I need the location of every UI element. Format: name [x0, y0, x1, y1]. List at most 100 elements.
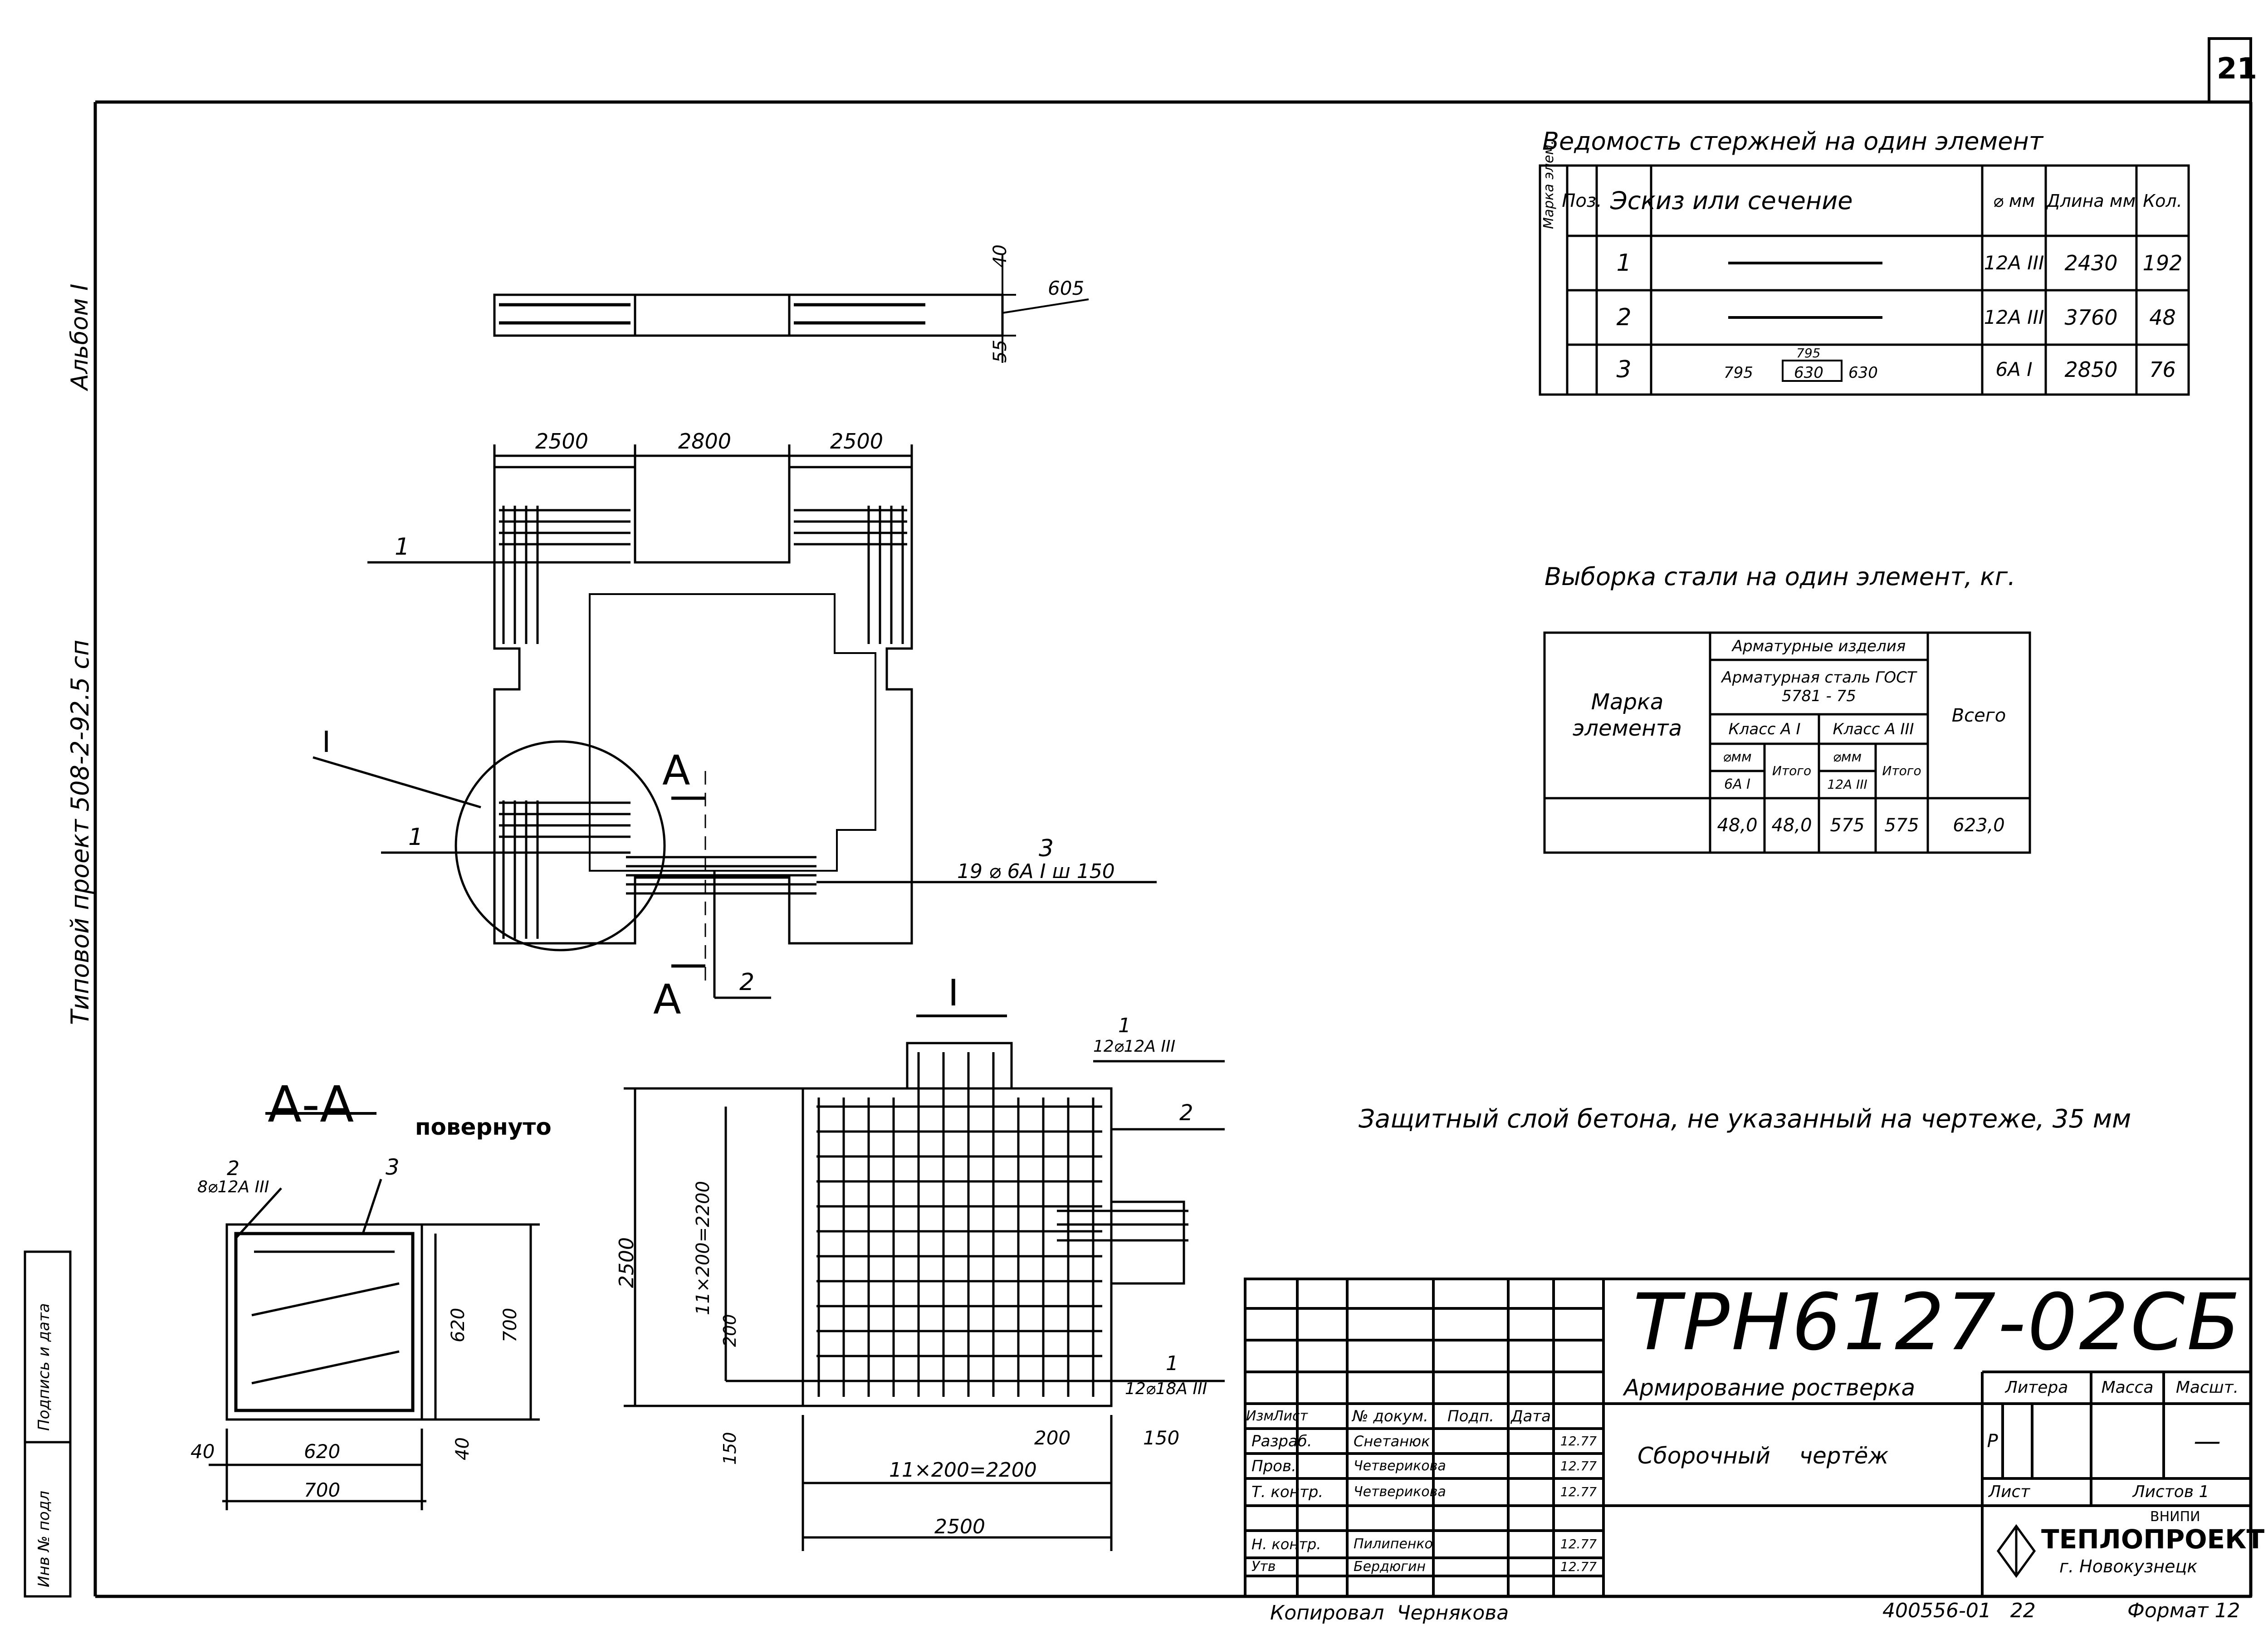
section-aa-dim-40h: 40: [191, 1440, 215, 1463]
rebar-row2-dia: 12А III: [1984, 306, 2044, 328]
stirrup-dim-inner: 630: [1794, 364, 1823, 382]
staff-1-name: Снетанюк: [1354, 1432, 1430, 1450]
staff-2-date: 12.77: [1560, 1458, 1597, 1473]
steel-val-a3: 575: [1830, 815, 1865, 836]
elevation-view: [493, 254, 1089, 363]
detail-dim-2500v: 2500: [615, 1237, 638, 1288]
bind-strip: [24, 1250, 72, 1598]
plan-leader-3-text: 19 ⌀ 6А I ш 150: [957, 860, 1115, 883]
rebar-row3-dia: 6А I: [1995, 358, 2033, 381]
stirrup-dim-right: 630: [1848, 364, 1878, 382]
steel-val-a1-total: 48,0: [1771, 815, 1812, 836]
steel-val-grand: 623,0: [1953, 815, 2005, 836]
archive-number: 400556-01 22: [1882, 1599, 2036, 1622]
section-mark-top: А: [662, 747, 690, 795]
protective-layer-note: Защитный слой бетона, не указанный на че…: [1359, 1104, 2131, 1134]
copied-by: Копировал Чернякова: [1270, 1601, 1509, 1624]
plan-dim-1: 2500: [535, 429, 589, 454]
detail-dim-2500h: 2500: [934, 1515, 985, 1538]
bind-inv-label: Инв № подл: [35, 1491, 53, 1587]
staff-2-role: Пров.: [1251, 1457, 1296, 1475]
section-aa-dim-700h: 700: [304, 1479, 341, 1501]
rebar-header-pos: Поз.: [1562, 190, 1602, 211]
rebar-row3-pos: 3: [1616, 356, 1632, 383]
elev-dim-40: 40: [990, 244, 1011, 268]
plan-node-label: I: [322, 726, 331, 759]
plan-leader-3-num: 3: [1039, 835, 1054, 862]
org-logo: [1996, 1524, 2036, 1578]
steel-h-total-a1: Итого: [1772, 763, 1812, 778]
rebar-schedule-title: Ведомость стержней на один элемент: [1542, 127, 2043, 156]
steel-h-class-a3: Класс А III: [1833, 720, 1914, 738]
detail-callout-1-top: 1: [1118, 1014, 1131, 1037]
rebar-row1-dia: 12А III: [1984, 252, 2044, 274]
rebar-row2-pos: 2: [1616, 304, 1632, 331]
section-aa-dim-620h: 620: [304, 1440, 341, 1463]
staff-6-name: Бердюгин: [1354, 1559, 1426, 1575]
bind-sign-label: Подпись и дата: [35, 1303, 53, 1431]
tb-scale-label: Масшт.: [2175, 1378, 2239, 1397]
steel-h-class-a1: Класс А I: [1728, 720, 1801, 738]
tb-scale-value: —: [2194, 1425, 2221, 1457]
section-aa-callout-3: 3: [386, 1155, 400, 1180]
rebar-row2-length: 3760: [2064, 305, 2118, 330]
detail-dim-2200v: 11×200=2200: [693, 1181, 714, 1315]
tb-col-list: Лист: [1273, 1408, 1308, 1424]
tb-col-doc: № докум.: [1352, 1407, 1428, 1425]
rebar-header-qty: Кол.: [2143, 190, 2182, 211]
detail-callout-1-top-text: 12⌀12А III: [1093, 1037, 1176, 1056]
staff-5-date: 12.77: [1560, 1537, 1597, 1551]
plan-leader-1a: 1: [395, 533, 410, 561]
staff-2-name: Четверикова: [1354, 1458, 1446, 1474]
plan-dim-3: 2500: [830, 429, 884, 454]
staff-1-date: 12.77: [1560, 1433, 1597, 1449]
steel-h-dia-1: ⌀мм: [1723, 749, 1752, 765]
title-line-1: Армирование ростверка: [1624, 1375, 1916, 1401]
staff-1-role: Разраб.: [1251, 1432, 1312, 1450]
tb-col-date: Дата: [1510, 1407, 1551, 1425]
rebar-row1-length: 2430: [2064, 251, 2118, 275]
steel-h-products: Арматурные изделия: [1732, 637, 1906, 655]
section-aa-view: [209, 1112, 540, 1510]
detail-callout-1-bot-text: 12⌀18А III: [1125, 1380, 1207, 1398]
section-aa-dim-40v: 40: [452, 1437, 473, 1460]
plan-dim-2: 2800: [678, 429, 732, 454]
title-block-grid: [1244, 1278, 2252, 1598]
doc-code: ТРН6127-02СБ: [1633, 1277, 2242, 1368]
detail-dim-200v: 200: [720, 1314, 740, 1347]
staff-6-role: Утв: [1251, 1559, 1276, 1575]
steel-val-a1: 48,0: [1717, 815, 1758, 836]
tb-litera-value: Р: [1987, 1430, 1998, 1452]
tb-col-sign: Подп.: [1447, 1407, 1494, 1425]
steel-h-element: Марка элемента: [1572, 689, 1682, 741]
steel-h-dia-a1: 6А I: [1724, 776, 1750, 792]
staff-3-name: Четверикова: [1354, 1484, 1446, 1500]
tb-litera-label: Литера: [2005, 1378, 2068, 1397]
staff-5-role: Н. контр.: [1251, 1536, 1321, 1553]
detail-dim-200h: 200: [1034, 1427, 1071, 1449]
project-label: Типовой проект 508-2-92.5 сп: [66, 639, 94, 1025]
rebar-row2-qty: 48: [2149, 305, 2176, 330]
org-city: г. Новокузнецк: [2059, 1556, 2198, 1576]
steel-h-steel: Арматурная сталь ГОСТ 5781 - 75: [1721, 668, 1916, 705]
steel-val-a3-total: 575: [1884, 815, 1919, 836]
elev-dim-55: 55: [990, 340, 1011, 363]
section-mark-bottom: А: [653, 976, 681, 1024]
rebar-header-dia: ⌀ мм: [1993, 190, 2035, 211]
page-number: 21: [2217, 52, 2258, 86]
steel-h-grand: Всего: [1951, 705, 2006, 726]
section-aa-subtitle: повернуто: [415, 1114, 552, 1140]
stirrup-dim-left: 795: [1724, 364, 1753, 382]
tb-sheet-label: Лист: [1989, 1483, 2030, 1501]
plan-view: [313, 444, 1157, 999]
staff-6-date: 12.77: [1560, 1559, 1597, 1574]
tb-sheets-label: Листов 1: [2132, 1483, 2209, 1501]
format-label: Формат 12: [2127, 1599, 2240, 1622]
page-number-box: [2208, 37, 2252, 103]
section-aa-title: А-А: [268, 1075, 354, 1133]
detail-dim-2200h: 11×200=2200: [889, 1459, 1037, 1482]
rebar-row1-pos: 1: [1616, 249, 1632, 277]
plan-leader-1b: 1: [408, 824, 424, 851]
tb-col-izm: Изм: [1246, 1408, 1274, 1424]
